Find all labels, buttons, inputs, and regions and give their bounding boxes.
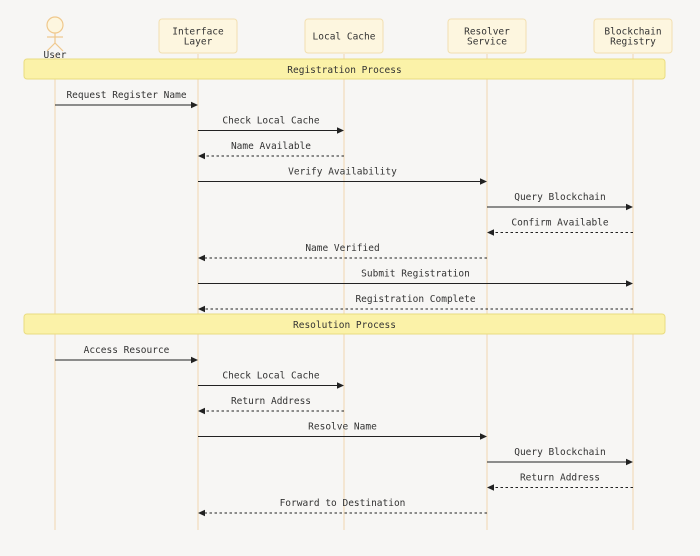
participant-label: Blockchain <box>604 27 661 38</box>
participant-label: Registry <box>610 37 656 48</box>
message-label: Access Resource <box>84 345 170 356</box>
arrowhead-icon <box>626 280 633 287</box>
participant-box <box>158 18 238 54</box>
message: Verify Availability <box>198 167 487 185</box>
message-label: Return Address <box>520 473 600 484</box>
message: Submit Registration <box>198 269 633 287</box>
arrowhead-icon <box>337 382 344 389</box>
section-title: Resolution Process <box>293 320 396 331</box>
participant-box <box>304 18 384 54</box>
message-label: Verify Availability <box>288 167 397 178</box>
message: Forward to Destination <box>198 498 487 517</box>
section-bar <box>23 58 666 80</box>
message: Request Register Name <box>55 90 198 109</box>
message-label: Query Blockchain <box>514 192 606 203</box>
arrowhead-icon <box>487 484 494 491</box>
message: Name Available <box>198 141 344 160</box>
arrowhead-icon <box>626 458 633 466</box>
participant-label: Service <box>467 37 507 48</box>
message: Registration Complete <box>198 294 633 313</box>
message-label: Request Register Name <box>66 90 186 101</box>
message: Name Verified <box>198 243 487 262</box>
participant-box <box>447 18 527 54</box>
participant-user: User <box>44 16 67 61</box>
arrowhead-icon <box>191 101 198 109</box>
message: Query Blockchain <box>487 447 633 466</box>
message: Return Address <box>487 473 633 491</box>
message-label: Submit Registration <box>361 269 470 280</box>
section-1: Registration Process <box>23 58 666 80</box>
message-label: Resolve Name <box>308 422 377 433</box>
participant-box <box>593 18 673 54</box>
arrowhead-icon <box>198 152 205 160</box>
message-label: Name Available <box>231 141 311 152</box>
arrowhead-icon <box>198 254 205 262</box>
arrowhead-icon <box>487 229 494 236</box>
message: Access Resource <box>55 345 198 364</box>
message-label: Name Verified <box>305 243 379 254</box>
arrowhead-icon <box>626 203 633 211</box>
message: Resolve Name <box>198 422 487 440</box>
arrowhead-icon <box>198 407 205 415</box>
participant-label: Resolver <box>464 27 510 38</box>
message: Query Blockchain <box>487 192 633 211</box>
arrowhead-icon <box>198 509 205 517</box>
arrowhead-icon <box>480 178 487 185</box>
arrowhead-icon <box>198 305 205 313</box>
message-label: Return Address <box>231 396 311 407</box>
message-label: Check Local Cache <box>222 116 320 127</box>
participant-label: Layer <box>184 37 213 48</box>
message-label: Query Blockchain <box>514 447 606 458</box>
message-label: Registration Complete <box>355 294 475 305</box>
message: Return Address <box>198 396 344 415</box>
message-label: Check Local Cache <box>222 371 320 382</box>
actor-icon <box>46 16 64 52</box>
message-label: Confirm Available <box>511 218 609 229</box>
message: Check Local Cache <box>198 371 344 389</box>
message-label: Forward to Destination <box>280 498 406 509</box>
message: Check Local Cache <box>198 116 344 134</box>
arrowhead-icon <box>480 433 487 440</box>
section-title: Registration Process <box>287 65 401 76</box>
section-bar <box>23 313 666 335</box>
participant-label: User <box>44 50 67 61</box>
participant-label: Interface <box>172 27 224 38</box>
lifelines <box>54 54 634 530</box>
section-2: Resolution Process <box>23 313 666 335</box>
participant-label: Local Cache <box>313 32 376 43</box>
arrowhead-icon <box>337 127 344 134</box>
participant-cache: Local Cache <box>304 18 384 54</box>
message: Confirm Available <box>487 218 633 236</box>
arrowhead-icon <box>191 356 198 364</box>
